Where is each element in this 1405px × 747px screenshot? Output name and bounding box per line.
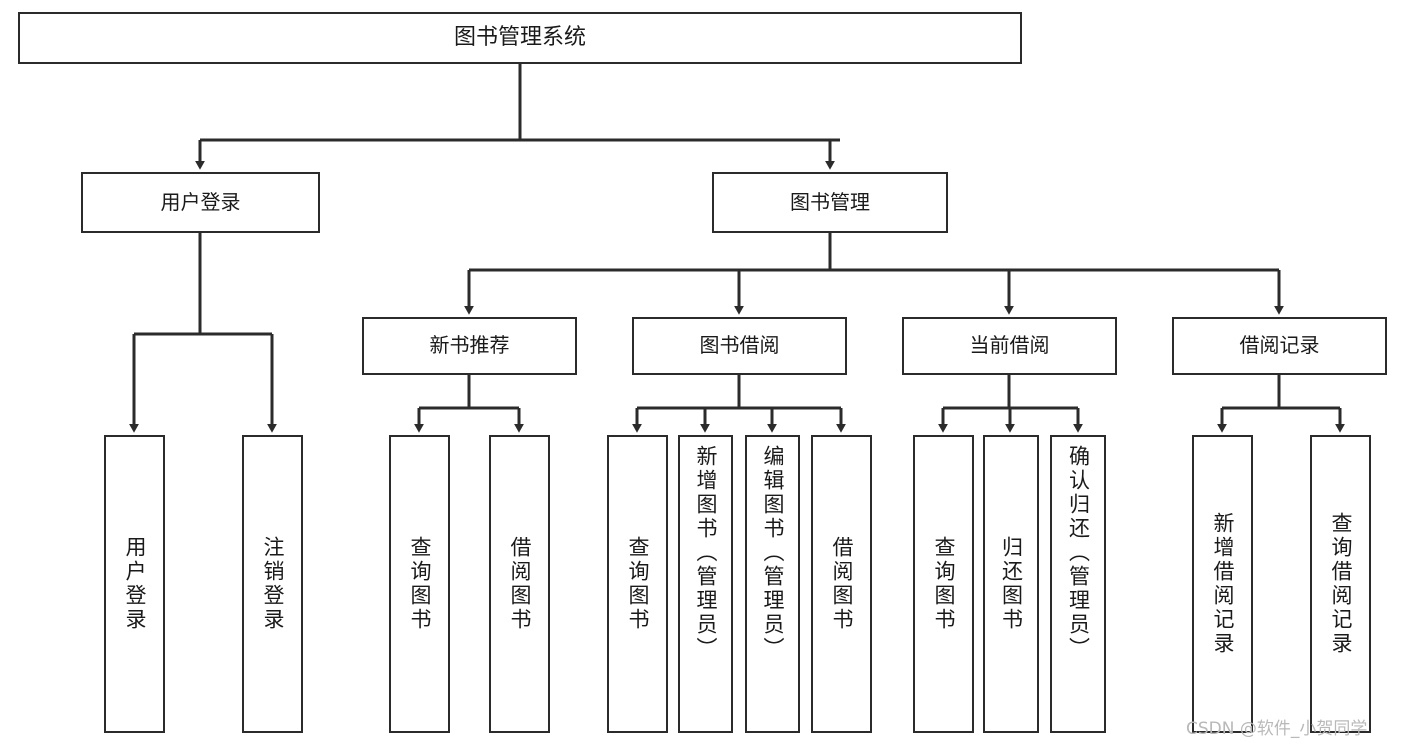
leaf-add-book[interactable]: 新增图书（管理员） <box>678 435 733 733</box>
node-current-borrow[interactable]: 当前借阅 <box>902 317 1117 375</box>
leaf-add-book-label: 新增图书（管理员） <box>694 445 718 661</box>
leaf-borrow-book-2-label: 借阅图书 <box>830 536 854 632</box>
leaf-query-record-label: 查询借阅记录 <box>1329 512 1353 656</box>
node-book-manage[interactable]: 图书管理 <box>712 172 948 233</box>
leaf-query-book-3-label: 查询图书 <box>932 536 956 632</box>
node-book-manage-label: 图书管理 <box>790 189 870 214</box>
leaf-query-record[interactable]: 查询借阅记录 <box>1310 435 1371 733</box>
node-root[interactable]: 图书管理系统 <box>18 12 1022 64</box>
leaf-confirm-return[interactable]: 确认归还（管理员） <box>1050 435 1106 733</box>
leaf-query-book-2[interactable]: 查询图书 <box>607 435 668 733</box>
leaf-add-record[interactable]: 新增借阅记录 <box>1192 435 1253 733</box>
leaf-edit-book-label: 编辑图书（管理员） <box>761 445 785 661</box>
node-new-book-recommend[interactable]: 新书推荐 <box>362 317 577 375</box>
node-borrow-record[interactable]: 借阅记录 <box>1172 317 1387 375</box>
node-borrow-record-label: 借阅记录 <box>1239 333 1320 358</box>
leaf-borrow-book-1-label: 借阅图书 <box>508 536 532 632</box>
node-root-label: 图书管理系统 <box>453 25 586 51</box>
leaf-add-record-label: 新增借阅记录 <box>1211 512 1235 656</box>
leaf-edit-book[interactable]: 编辑图书（管理员） <box>745 435 800 733</box>
leaf-query-book-3[interactable]: 查询图书 <box>913 435 974 733</box>
leaf-user-login-label: 用户登录 <box>123 536 147 632</box>
node-book-borrow[interactable]: 图书借阅 <box>632 317 847 375</box>
leaf-query-book-1[interactable]: 查询图书 <box>389 435 450 733</box>
node-user-login-label: 用户登录 <box>160 189 241 214</box>
leaf-logout[interactable]: 注销登录 <box>242 435 303 733</box>
leaf-return-book[interactable]: 归还图书 <box>983 435 1039 733</box>
leaf-query-book-1-label: 查询图书 <box>408 536 432 632</box>
leaf-user-login[interactable]: 用户登录 <box>104 435 165 733</box>
node-user-login[interactable]: 用户登录 <box>81 172 320 233</box>
leaf-borrow-book-1[interactable]: 借阅图书 <box>489 435 550 733</box>
leaf-borrow-book-2[interactable]: 借阅图书 <box>811 435 872 733</box>
leaf-return-book-label: 归还图书 <box>999 536 1024 632</box>
node-current-borrow-label: 当前借阅 <box>969 333 1050 358</box>
leaf-confirm-return-label: 确认归还（管理员） <box>1066 445 1091 661</box>
node-new-book-recommend-label: 新书推荐 <box>429 333 510 358</box>
leaf-logout-label: 注销登录 <box>261 536 285 632</box>
csdn-watermark: CSDN @软件_小贺同学 <box>1186 719 1368 739</box>
node-book-borrow-label: 图书借阅 <box>699 333 780 358</box>
leaf-query-book-2-label: 查询图书 <box>626 536 650 632</box>
